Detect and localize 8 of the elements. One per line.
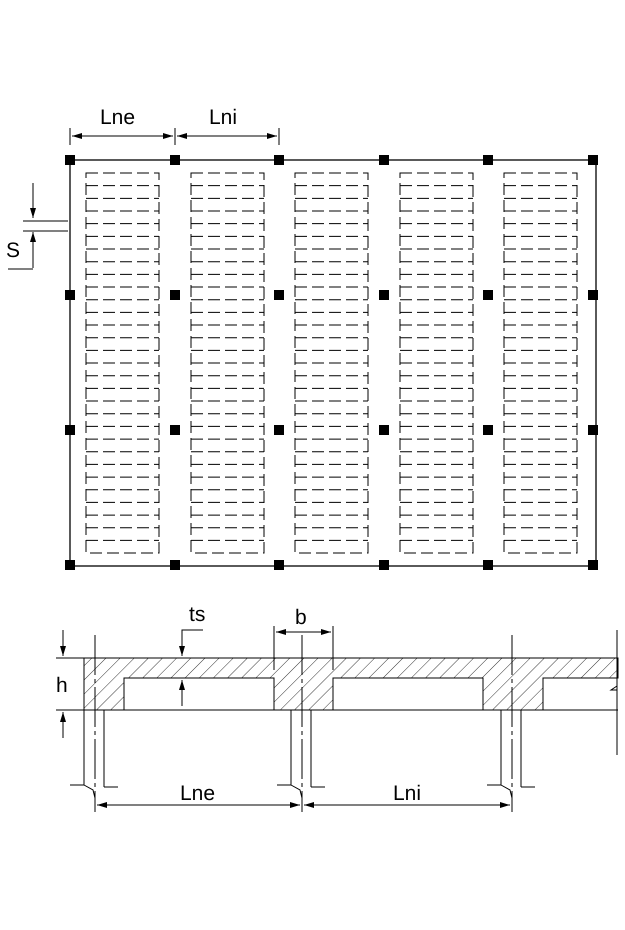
dimension-label: h — [56, 675, 68, 697]
dimension-label: Lne — [100, 107, 136, 129]
dimension-label: Lni — [209, 107, 238, 129]
dimension-label: S — [6, 240, 20, 262]
dimension-label: Lni — [393, 783, 422, 805]
dimension-label: Lne — [180, 783, 216, 805]
dimension-label: ts — [189, 604, 206, 626]
dimension-label: b — [295, 607, 307, 629]
